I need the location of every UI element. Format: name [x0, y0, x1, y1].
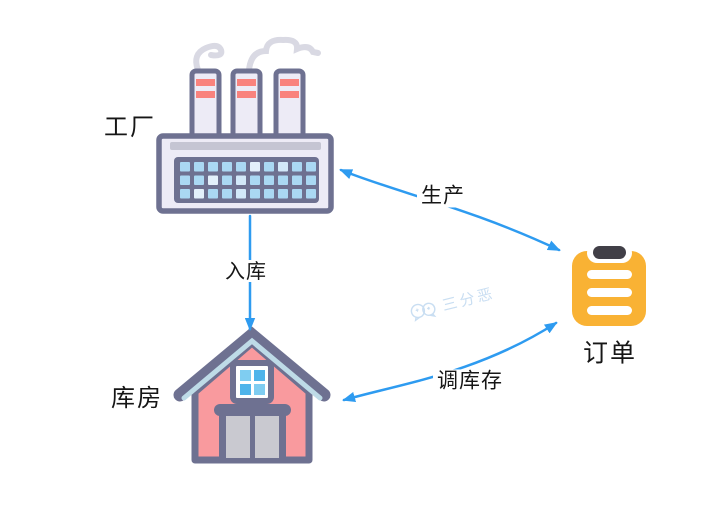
- watermark: 三分恶: [407, 282, 497, 324]
- order-label: 订单: [582, 338, 638, 368]
- chat-bubbles-icon: [410, 302, 437, 322]
- factory-building: [156, 133, 334, 214]
- clipboard-clip: [593, 246, 626, 259]
- factory-windows: [180, 162, 316, 199]
- warehouse-roof: [173, 326, 331, 402]
- warehouse-icon: [173, 326, 331, 464]
- edge-produce-label: 生产: [417, 184, 469, 208]
- warehouse-window: [230, 360, 274, 404]
- clipboard-icon: [572, 243, 646, 326]
- warehouse-label: 库房: [111, 383, 163, 412]
- edge-adjust-label: 调库存: [433, 369, 507, 393]
- chimney: [189, 68, 306, 144]
- factory-label: 工厂: [104, 112, 156, 141]
- clipboard-lines: [587, 270, 632, 315]
- smoke-icon: [193, 36, 321, 73]
- factory-icon: [156, 36, 334, 214]
- edge-produce-arrow: [339, 168, 561, 252]
- edge-inbound-label: 入库: [221, 260, 271, 282]
- warehouse-doors: [214, 404, 291, 462]
